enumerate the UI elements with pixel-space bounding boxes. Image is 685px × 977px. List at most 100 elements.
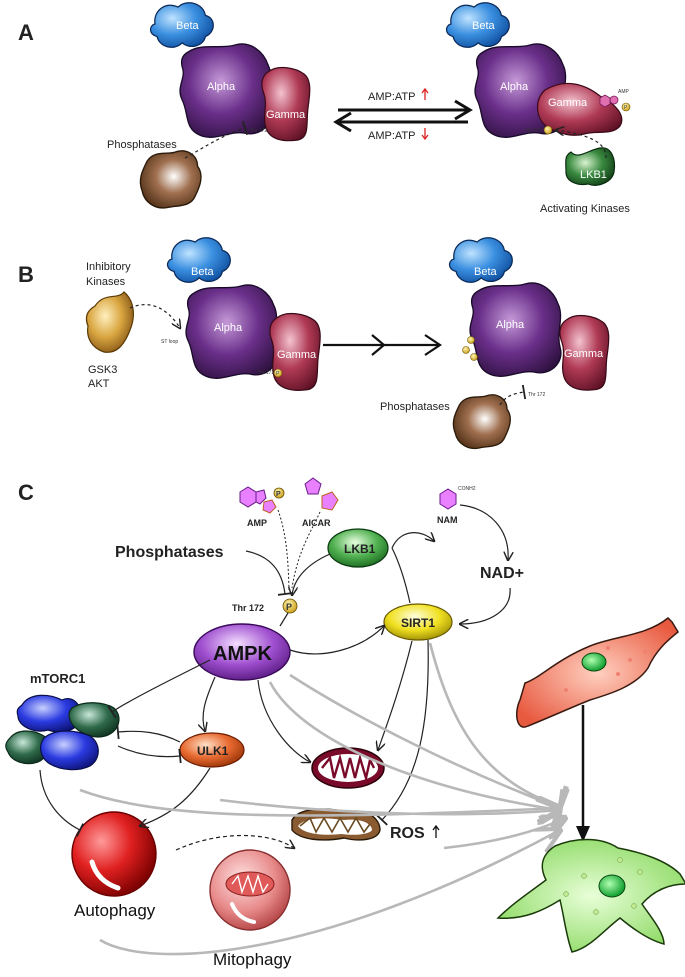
activating-kinases-label: Activating Kinases [540,203,630,215]
thr172-label: Thr 172 [232,603,264,613]
panel-c-letter: C [18,480,34,505]
akt-label: AKT [88,378,110,390]
ros-up-arrow-icon [432,824,440,838]
mitophagy-label: Mitophagy [213,950,292,969]
st-loop-label: ST loop [161,339,178,345]
autophagy-mitophagy-arrow [175,834,294,851]
alpha-label: Alpha [500,81,529,93]
panel-b: B Inhibitory Kinases GSK3 AKT ST loop Be… [18,237,610,450]
beta-label: Beta [176,20,200,32]
ulk1-autophagy-arrow [140,767,211,826]
ampk-active-complex: Beta Alpha Gamma P AMP Thr 172 [445,2,631,138]
sirt1-label: SIRT1 [401,616,435,630]
lkb1-kinase-shape [565,147,616,186]
lkb1-activation-arrow [556,130,607,159]
sirt1-node [383,603,453,641]
autophagy-label: Autophagy [74,901,156,920]
nad-to-sirt1-arrow [460,587,511,624]
alpha-label: Alpha [496,319,525,331]
alpha-label: Alpha [214,322,243,334]
phosphatases-label: Phosphatases [107,139,177,151]
p-label: P [276,371,280,377]
thr172-label: Thr 172 [257,370,274,376]
phosphatases-label: Phosphatases [380,401,450,413]
gamma-label: Gamma [277,349,317,361]
amp-label: AMP [618,89,630,95]
panel-b-letter: B [18,262,34,287]
panel-a: A Beta Alpha Gamma Thr 172 Phosphatases … [18,2,631,215]
p-label: P [276,491,281,498]
ampk-mtorc1-inhibition [107,659,211,719]
ulk1-label: ULK1 [197,744,229,758]
phosphatases-label: Phosphatases [115,544,224,561]
ulk1-mtorc1-inhibition [116,724,181,743]
ampk-complex-b-right: Beta Alpha Gamma Thr 172 [448,237,610,398]
nam-to-nad-arrow [459,504,508,560]
gamma-label: Gamma [266,109,306,121]
ampk-to-ulk1-arrow [203,676,216,731]
grey-arrows [79,642,565,956]
senescent-cell-red [515,616,679,728]
damaged-mitochondrion-icon [291,808,381,841]
amp-label: AMP [247,518,267,528]
ampk-mitochondria-arrow [257,679,310,762]
down-arrow-icon [421,128,429,141]
phosphatase-inhibition-arrow [245,550,293,596]
p-label: P [624,105,628,111]
inhibitory-kinase-shape [85,291,134,353]
inhibition-arrow-b [323,334,442,356]
amp-molecule-icon: P [239,486,285,514]
beta-label: Beta [191,266,215,278]
phospho-site-icon [543,125,553,135]
beta-label: Beta [474,266,498,278]
gamma-subunit [537,82,623,136]
ampk-node [193,623,291,681]
kinases-label: Kinases [86,276,126,288]
amp-atp-down-label: AMP:ATP [368,130,415,142]
p-label-c: P [286,602,292,612]
phosphatase-shape [139,150,202,209]
phospho-site-icon [282,598,298,614]
alpha-label: Alpha [207,81,236,93]
ampk-inactive-complex: Beta Alpha Gamma Thr 172 [149,2,311,142]
inhibitory-label: Inhibitory [86,261,131,273]
healthy-cell-green [496,838,685,953]
gamma-label: Gamma [564,348,604,360]
mtorc1-ulk1-inhibition [117,745,182,764]
sirt1-ros-inhibition [376,639,429,826]
conh2-label: CONH2 [458,486,476,492]
ros-label: ROS [390,825,425,842]
amp-effect-line [277,509,290,591]
phospho-site-icon [273,368,283,378]
lkb1-label: LKB1 [344,542,376,556]
equilibrium-arrows: AMP:ATP AMP:ATP [333,87,473,142]
mitochondrion-icon [311,747,385,789]
amp-atp-up-label: AMP:ATP [368,91,415,103]
nad-label: NAD+ [480,565,524,582]
up-arrow-icon [421,87,429,100]
inhibitory-phosphorylation-arrow [129,304,180,328]
amp-molecule-icon: P [599,94,631,112]
phospho-site-icon [462,346,470,354]
phosphatase-inhibition-arrow [499,384,527,406]
beta-label: Beta [472,20,496,32]
lkb1-node [327,528,389,568]
nam-molecule-icon [439,488,457,510]
gamma-subunit [261,66,311,142]
mitophagy-mito-icon [225,871,275,897]
phospho-site-icon [470,353,478,361]
mtorc1-autophagy-inhibition [39,769,85,837]
aicar-label: AICAR [302,518,331,528]
panel-a-letter: A [18,20,34,45]
ampk-to-sirt1-arrow [289,626,384,655]
lkb1-activation-arrow [292,553,331,595]
lkb1-label: LKB1 [580,169,607,181]
sirt1-lkb1-arrow [391,533,434,549]
gsk3-label: GSK3 [88,364,117,376]
gamma-label: Gamma [548,97,588,109]
phosphatase-inhibition-arrow [184,120,249,159]
panel-c: C P AMP AICAR CONH2 NAM Phosphatases LKB… [5,477,685,969]
thr172-label: Thr 172 [528,392,545,398]
ampk-label: AMPK [213,643,272,665]
